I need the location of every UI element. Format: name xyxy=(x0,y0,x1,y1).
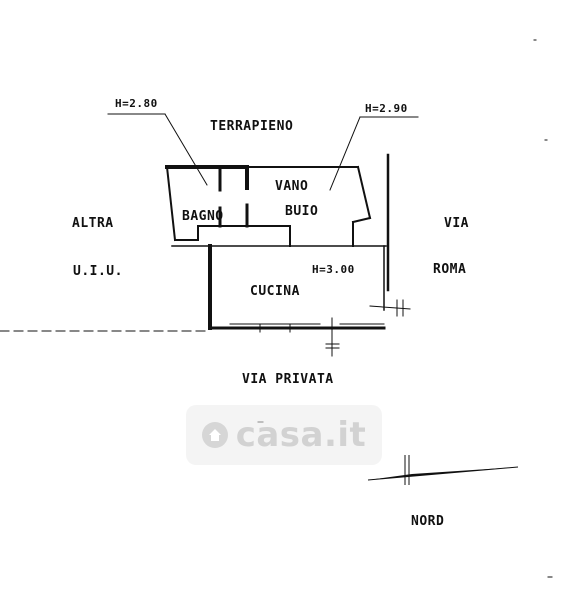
room-label-vano: VANO xyxy=(275,179,309,194)
nord-label: NORD xyxy=(411,514,445,529)
altra-label: ALTRA xyxy=(72,216,114,231)
via-label: VIA xyxy=(444,216,469,231)
casa-it-watermark: casa.it xyxy=(186,405,382,465)
room-label-buio: BUIO xyxy=(285,204,319,219)
house-icon xyxy=(201,422,228,448)
terrapieno-label: TERRAPIENO xyxy=(210,119,294,134)
bagno-height-label: H=2.80 xyxy=(115,97,158,110)
via-privata-label: VIA PRIVATA xyxy=(242,372,334,387)
cucina-height-label: H=3.00 xyxy=(312,263,355,276)
roma-label: ROMA xyxy=(433,262,467,277)
vano-height-label: H=2.90 xyxy=(365,102,408,115)
room-label-cucina: CUCINA xyxy=(250,284,300,299)
room-label-bagno: BAGNO xyxy=(182,209,224,224)
uiu-label: U.I.U. xyxy=(73,264,123,279)
watermark-text: casa.it xyxy=(235,415,367,455)
north-arrow-icon xyxy=(367,455,519,485)
